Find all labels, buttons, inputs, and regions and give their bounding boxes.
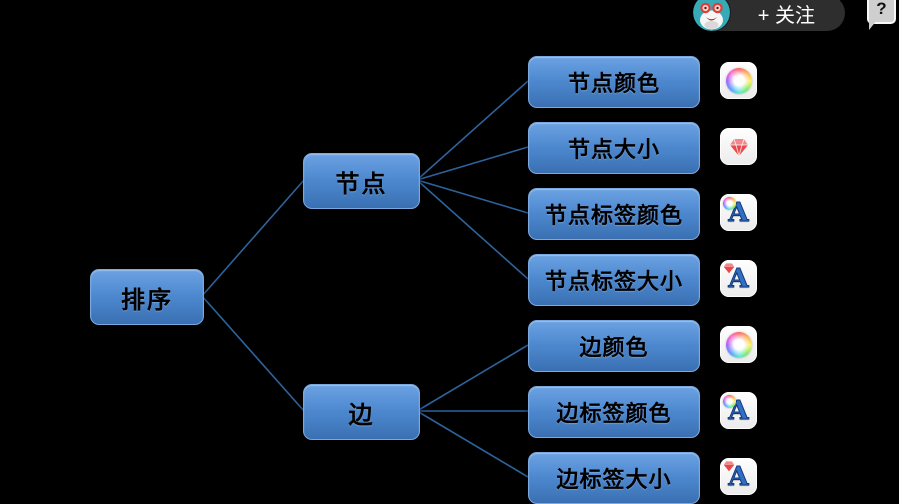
mini-red-gem-glyph bbox=[723, 461, 735, 472]
label-color-icon[interactable]: A bbox=[720, 194, 757, 231]
node-leaf-node-label-color[interactable]: 节点标签颜色 bbox=[528, 188, 700, 240]
node-leaf-node-size[interactable]: 节点大小 bbox=[528, 122, 700, 174]
node-leaf-edge-color[interactable]: 边颜色 bbox=[528, 320, 700, 372]
node-label: 节点标签大小 bbox=[544, 269, 683, 294]
node-label: 边颜色 bbox=[579, 335, 649, 360]
avatar[interactable] bbox=[693, 0, 730, 31]
node-label: 边 bbox=[348, 401, 375, 429]
color-wheel-glyph bbox=[725, 67, 752, 94]
letter-a-glyph: A bbox=[728, 263, 749, 294]
color-wheel-glyph bbox=[725, 331, 752, 358]
mini-color-wheel-glyph bbox=[723, 395, 736, 408]
mini-red-gem-glyph bbox=[723, 263, 735, 274]
color-wheel-icon[interactable] bbox=[720, 326, 757, 363]
node-label: 节点颜色 bbox=[567, 71, 660, 96]
label-size-icon[interactable]: A bbox=[720, 260, 757, 297]
node-label: 边标签大小 bbox=[556, 467, 672, 492]
help-icon[interactable]: ? bbox=[867, 0, 896, 30]
node-label: 节点 bbox=[335, 170, 388, 198]
topbar: + 关注 ? bbox=[0, 0, 899, 46]
follow-button-label: + 关注 bbox=[757, 4, 815, 27]
node-leaf-node-label-size[interactable]: 节点标签大小 bbox=[528, 254, 700, 306]
node-leaf-edge-label-color[interactable]: 边标签颜色 bbox=[528, 386, 700, 438]
penguin-avatar-icon bbox=[693, 0, 730, 31]
help-icon-label: ? bbox=[876, 0, 887, 18]
label-color-icon[interactable]: A bbox=[720, 392, 757, 429]
node-branch-nodes[interactable]: 节点 bbox=[303, 153, 420, 209]
node-label: 边标签颜色 bbox=[556, 401, 672, 426]
mini-color-wheel-glyph bbox=[723, 197, 736, 210]
node-leaf-node-color[interactable]: 节点颜色 bbox=[528, 56, 700, 108]
node-label: 节点标签颜色 bbox=[544, 203, 683, 228]
red-gem-icon[interactable] bbox=[720, 128, 757, 165]
red-gem-glyph bbox=[729, 138, 748, 157]
node-label: 排序 bbox=[121, 286, 173, 314]
node-root-sort[interactable]: 排序 bbox=[90, 269, 204, 325]
letter-a-glyph: A bbox=[728, 461, 749, 492]
node-branch-edges[interactable]: 边 bbox=[303, 384, 420, 440]
label-size-icon[interactable]: A bbox=[720, 458, 757, 495]
node-leaf-edge-label-size[interactable]: 边标签大小 bbox=[528, 452, 700, 504]
color-wheel-icon[interactable] bbox=[720, 62, 757, 99]
node-label: 节点大小 bbox=[567, 137, 660, 162]
